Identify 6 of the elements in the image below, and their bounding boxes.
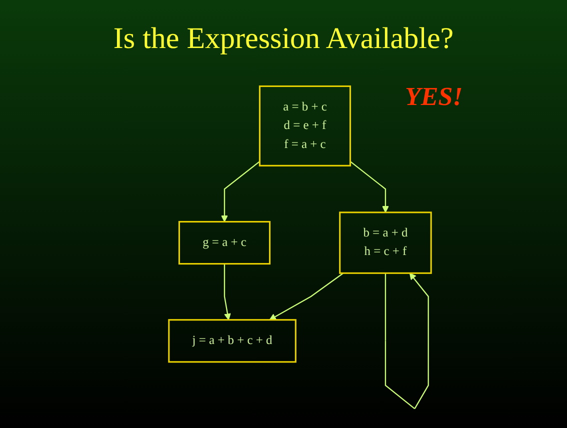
code-block: b = a + d h = c + f: [339, 212, 432, 274]
code-block: j = a + b + c + d: [168, 319, 296, 363]
code-block: g = a + c: [178, 220, 271, 265]
code-block: a = b + c d = e + f f = a + c: [258, 85, 352, 166]
slide-title: Is the Expression Available?: [112, 22, 455, 56]
note-text: YES!: [405, 82, 463, 112]
